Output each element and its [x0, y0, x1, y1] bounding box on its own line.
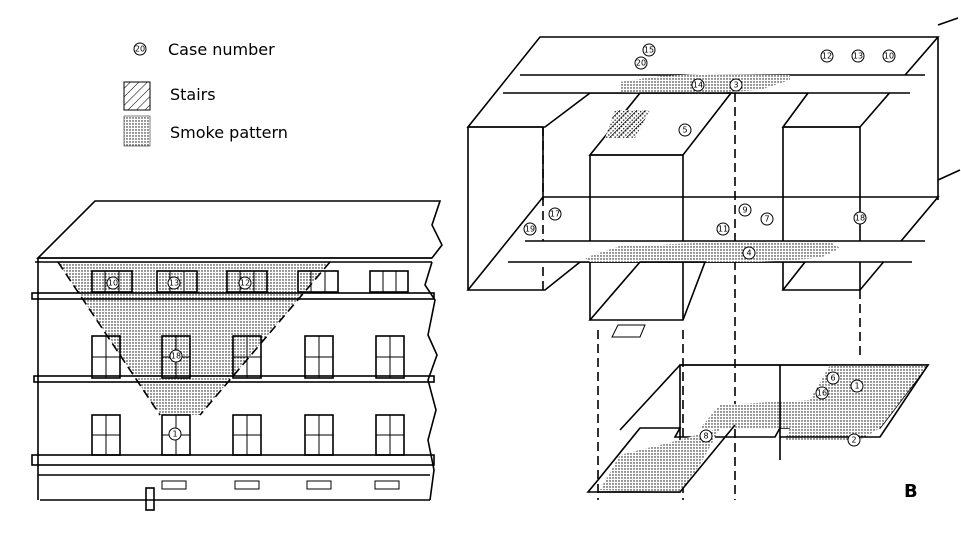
- case-number: 10: [884, 52, 894, 61]
- middle-stair-hatch: [611, 324, 646, 338]
- bottom-smoke-left: [600, 428, 720, 492]
- case-number-marker: 2: [847, 433, 861, 447]
- facade-case-numbers: 10 13 12 18 1: [106, 276, 252, 441]
- case-number: 19: [525, 225, 535, 234]
- roof: [36, 200, 443, 259]
- case-number-marker: 12: [238, 276, 252, 290]
- window: [91, 414, 121, 456]
- case-number: 10: [108, 279, 118, 288]
- top-stair-hatch: [605, 110, 650, 138]
- case-number-marker: 1: [850, 379, 864, 393]
- window: [232, 414, 262, 456]
- case-number: 7: [764, 215, 769, 224]
- legend-case-symbol: 20: [135, 45, 145, 54]
- smoke-swatch: [123, 115, 151, 147]
- legend: 20 Case number Stairs Smoke pattern: [123, 40, 288, 147]
- stairs-swatch: [123, 81, 151, 111]
- legend-smoke: Smoke pattern: [123, 115, 288, 147]
- case-number-marker: 10: [106, 276, 120, 290]
- case-number: 9: [742, 206, 747, 215]
- case-number: 2: [851, 436, 856, 445]
- isometric-floors: B 15 20 12 13 10 14 3 5 17 19 9 7 11 4 18 6 1 16 8 2: [466, 17, 961, 502]
- case-number: 18: [171, 352, 181, 361]
- case-number-marker: 1: [168, 427, 182, 441]
- case-number-marker: 12: [820, 49, 834, 63]
- case-number-marker: 18: [853, 211, 867, 225]
- case-number: 16: [817, 389, 827, 398]
- basement-windows: [161, 480, 400, 490]
- case-number-marker: 17: [548, 207, 562, 221]
- case-number-marker: 13: [851, 49, 865, 63]
- window: [91, 335, 121, 379]
- legend-case-number: 20 Case number: [133, 40, 275, 59]
- case-number-marker: 19: [523, 222, 537, 236]
- drain-pipe: [145, 487, 155, 511]
- case-number-marker: 11: [716, 222, 730, 236]
- top-smoke-corridor: [620, 74, 790, 94]
- case-number-marker: 18: [169, 349, 183, 363]
- case-number-marker: 14: [691, 78, 705, 92]
- case-number: 6: [830, 374, 835, 383]
- middle-smoke-stair: [588, 261, 707, 321]
- case-number-marker: 20: [634, 56, 648, 70]
- case-number-marker: 4: [742, 246, 756, 260]
- case-number: 12: [240, 279, 250, 288]
- case-number: 3: [733, 81, 738, 90]
- case-number: 15: [644, 46, 654, 55]
- window: [304, 414, 334, 456]
- case-number-marker: 9: [738, 203, 752, 217]
- window: [375, 414, 405, 456]
- case-number-marker: 3: [729, 78, 743, 92]
- legend-stairs: Stairs: [123, 81, 216, 111]
- case-number: 5: [682, 126, 687, 135]
- legend-case-label: Case number: [168, 40, 275, 59]
- case-number: 8: [703, 432, 708, 441]
- case-number-marker: 6: [826, 371, 840, 385]
- building-facade: 10 13 12 18 1: [31, 200, 443, 511]
- window: [375, 335, 405, 379]
- case-number: 11: [718, 225, 728, 234]
- panel-letter: B: [904, 481, 918, 502]
- case-number-marker: 8: [699, 429, 713, 443]
- case-number: 1: [172, 430, 177, 439]
- middle-smoke-corridor: [585, 242, 840, 262]
- window: [304, 335, 334, 379]
- case-number: 13: [169, 279, 179, 288]
- smoke-triangle: [58, 262, 330, 415]
- case-number-marker: 7: [760, 212, 774, 226]
- ground-windows: [91, 414, 405, 456]
- case-number: 14: [693, 81, 703, 90]
- case-number: 18: [855, 214, 865, 223]
- case-number-marker: 13: [167, 276, 181, 290]
- isometric-case-numbers: 15 20 12 13 10 14 3 5 17 19 9 7 11 4 18 6 1 16 8 2: [523, 43, 896, 447]
- case-number-marker: 10: [882, 49, 896, 63]
- case-number-marker: 16: [815, 386, 829, 400]
- window: [232, 335, 262, 379]
- case-number: 12: [822, 52, 832, 61]
- bottom-smoke-right: [700, 365, 928, 440]
- case-number: 4: [746, 249, 751, 258]
- case-number: 13: [853, 52, 863, 61]
- legend-smoke-label: Smoke pattern: [170, 123, 288, 142]
- case-number: 17: [550, 210, 560, 219]
- case-number: 1: [854, 382, 859, 391]
- case-number-marker: 15: [642, 43, 656, 57]
- case-number: 20: [636, 59, 646, 68]
- legend-stairs-label: Stairs: [170, 85, 216, 104]
- case-number-marker: 5: [678, 123, 692, 137]
